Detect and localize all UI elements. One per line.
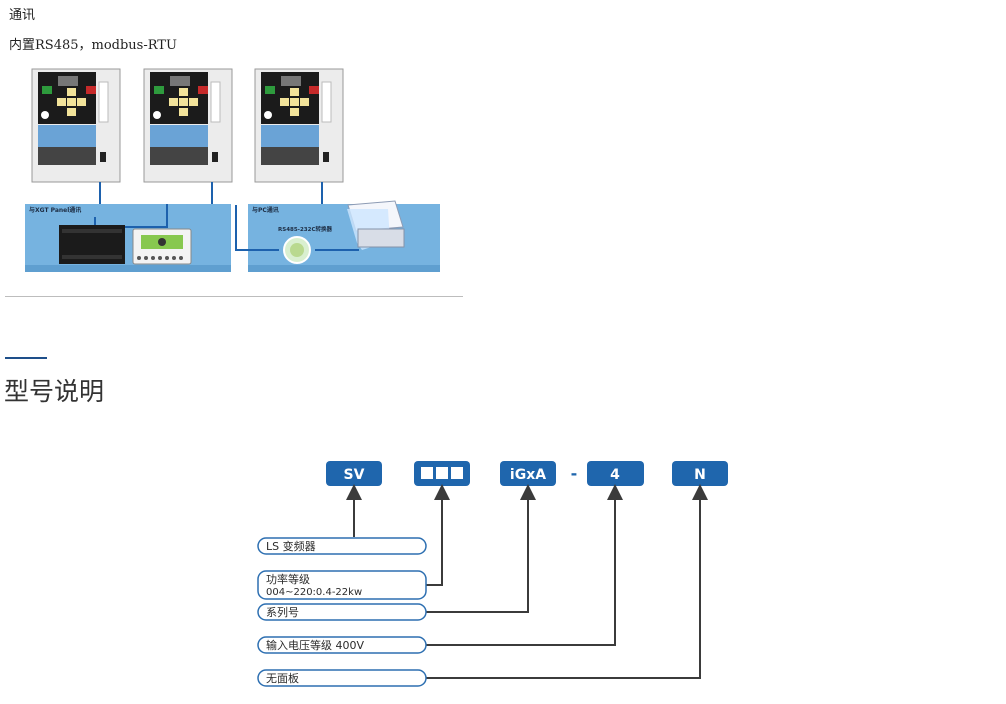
xgt-panel-background (25, 204, 231, 272)
code-box-panel-label: N (694, 467, 706, 483)
label-power-rating-title: 功率等级 (266, 572, 310, 586)
code-box-series-label: iGxA (510, 467, 546, 483)
label-series-text: 系列号 (266, 605, 299, 619)
rs485-converter-device (283, 236, 311, 264)
label-no-panel: 无面板 (257, 669, 427, 687)
code-box-sv: SV (326, 461, 382, 486)
xgt-panel-label: 与XGT Panel通讯 (29, 206, 81, 214)
communication-heading: 通讯 (9, 8, 36, 23)
model-section-title: 型号说明 (4, 377, 105, 406)
code-box-panel: N (672, 461, 728, 486)
code-box-voltage: 4 (587, 461, 644, 486)
code-box-series: iGxA (500, 461, 556, 486)
converter-label: RS485-232C转换器 (278, 225, 332, 233)
model-code-diagram: SV iGxA - 4 N LS 变频器 功率等级 004~220:0.4-22… (257, 461, 728, 687)
inverter-unit-2 (143, 68, 233, 183)
pc-panel-label: 与PC通讯 (252, 206, 279, 214)
label-input-voltage: 输入电压等级 400V (257, 636, 427, 654)
xgt-controller-device (59, 225, 125, 264)
section-divider (5, 296, 463, 297)
label-ls-inverter-text: LS 变频器 (266, 539, 316, 553)
communication-figure: 与XGT Panel通讯 与PC通讯 RS485-232C转换器 (25, 68, 440, 272)
code-box-voltage-label: 4 (610, 467, 620, 483)
label-power-rating: 功率等级 004~220:0.4-22kw (257, 570, 427, 600)
inverter-unit-1 (31, 68, 121, 183)
label-no-panel-text: 无面板 (266, 671, 299, 685)
xgt-panel-display (132, 228, 192, 265)
label-ls-inverter: LS 变频器 (257, 537, 427, 555)
laptop-device (347, 200, 405, 250)
label-series: 系列号 (257, 603, 427, 621)
code-box-sv-label: SV (344, 467, 365, 483)
section-accent-bar (5, 357, 47, 359)
label-power-rating-range: 004~220:0.4-22kw (266, 587, 362, 598)
label-input-voltage-text: 输入电压等级 400V (266, 638, 364, 652)
code-separator: - (571, 464, 578, 483)
pc-panel-background (248, 204, 440, 272)
communication-description: 内置RS485，modbus-RTU (9, 38, 177, 53)
inverter-unit-3 (254, 68, 344, 183)
code-box-power (414, 461, 470, 486)
